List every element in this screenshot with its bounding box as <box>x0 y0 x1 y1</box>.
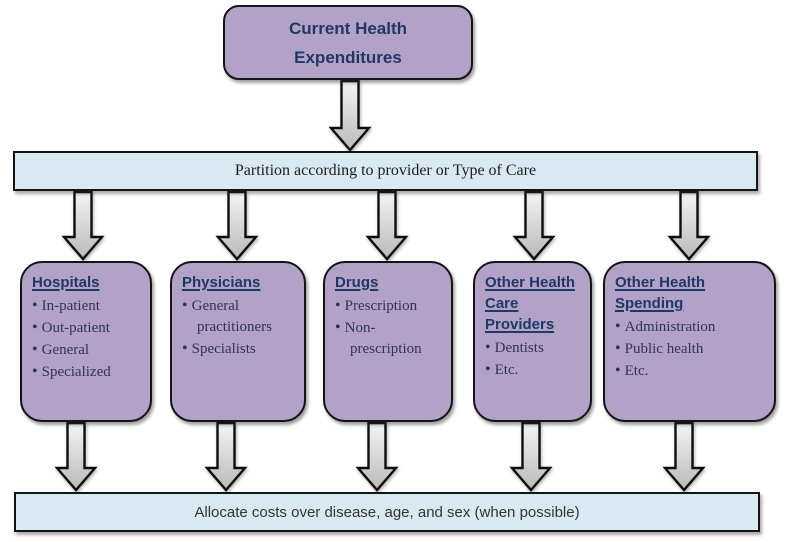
category-box-drugs: DrugsPrescriptionNon-prescription <box>323 261 453 422</box>
down-arrow-icon <box>61 190 105 261</box>
category-title-other-health-spending: Other Health Spending <box>615 274 706 312</box>
bullet-item: Dentists <box>485 337 580 359</box>
bullet-item: Prescription <box>335 295 441 317</box>
category-box-physicians: PhysiciansGeneral practitionersSpecialis… <box>170 261 306 422</box>
down-arrow-icon <box>215 190 259 261</box>
bullet-item: General <box>32 339 140 361</box>
down-arrow-icon <box>365 190 409 261</box>
category-title-hospitals: Hospitals <box>32 274 100 291</box>
down-arrow-icon <box>328 79 372 152</box>
down-arrow-icon <box>667 190 711 261</box>
category-box-hospitals: HospitalsIn-patientOut-patientGeneralSpe… <box>20 261 152 422</box>
category-bullet-list: General practitionersSpecialists <box>182 295 294 360</box>
bullet-item: Public health <box>615 338 764 360</box>
partition-band-label: Partition according to provider or Type … <box>234 162 537 179</box>
category-title-drugs: Drugs <box>335 274 379 291</box>
allocate-band-label: Allocate costs over disease, age, and se… <box>194 503 580 521</box>
category-bullet-list: AdministrationPublic healthEtc. <box>615 316 764 382</box>
category-title-physicians: Physicians <box>182 274 261 291</box>
category-bullet-list: In-patientOut-patientGeneralSpecialized <box>32 295 140 383</box>
bullet-item: Non-prescription <box>335 317 441 360</box>
category-bullet-list: PrescriptionNon-prescription <box>335 295 441 360</box>
bullet-item: Specialists <box>182 338 294 360</box>
bullet-item: Out-patient <box>32 317 140 339</box>
down-arrow-icon <box>512 190 556 261</box>
allocate-band: Allocate costs over disease, age, and se… <box>14 492 760 532</box>
bullet-item: In-patient <box>32 295 140 317</box>
category-box-other-health-care-providers: Other Health Care ProvidersDentistsEtc. <box>473 261 592 422</box>
down-arrow-icon <box>204 421 248 492</box>
bullet-item: General practitioners <box>182 295 294 338</box>
bullet-item: Etc. <box>485 359 580 381</box>
category-title-other-health-care-providers: Other Health Care Providers <box>485 274 576 333</box>
root-node: Current Health Expenditures <box>223 5 473 80</box>
root-node-title: Current Health Expenditures <box>288 18 408 67</box>
bullet-item: Administration <box>615 316 764 338</box>
bullet-item: Specialized <box>32 361 140 383</box>
category-bullet-list: DentistsEtc. <box>485 337 580 381</box>
down-arrow-icon <box>54 421 98 492</box>
down-arrow-icon <box>509 421 553 492</box>
category-box-other-health-spending: Other Health SpendingAdministrationPubli… <box>603 261 776 422</box>
down-arrow-icon <box>355 421 399 492</box>
partition-band: Partition according to provider or Type … <box>13 151 758 191</box>
down-arrow-icon <box>662 421 706 492</box>
bullet-item: Etc. <box>615 360 764 382</box>
